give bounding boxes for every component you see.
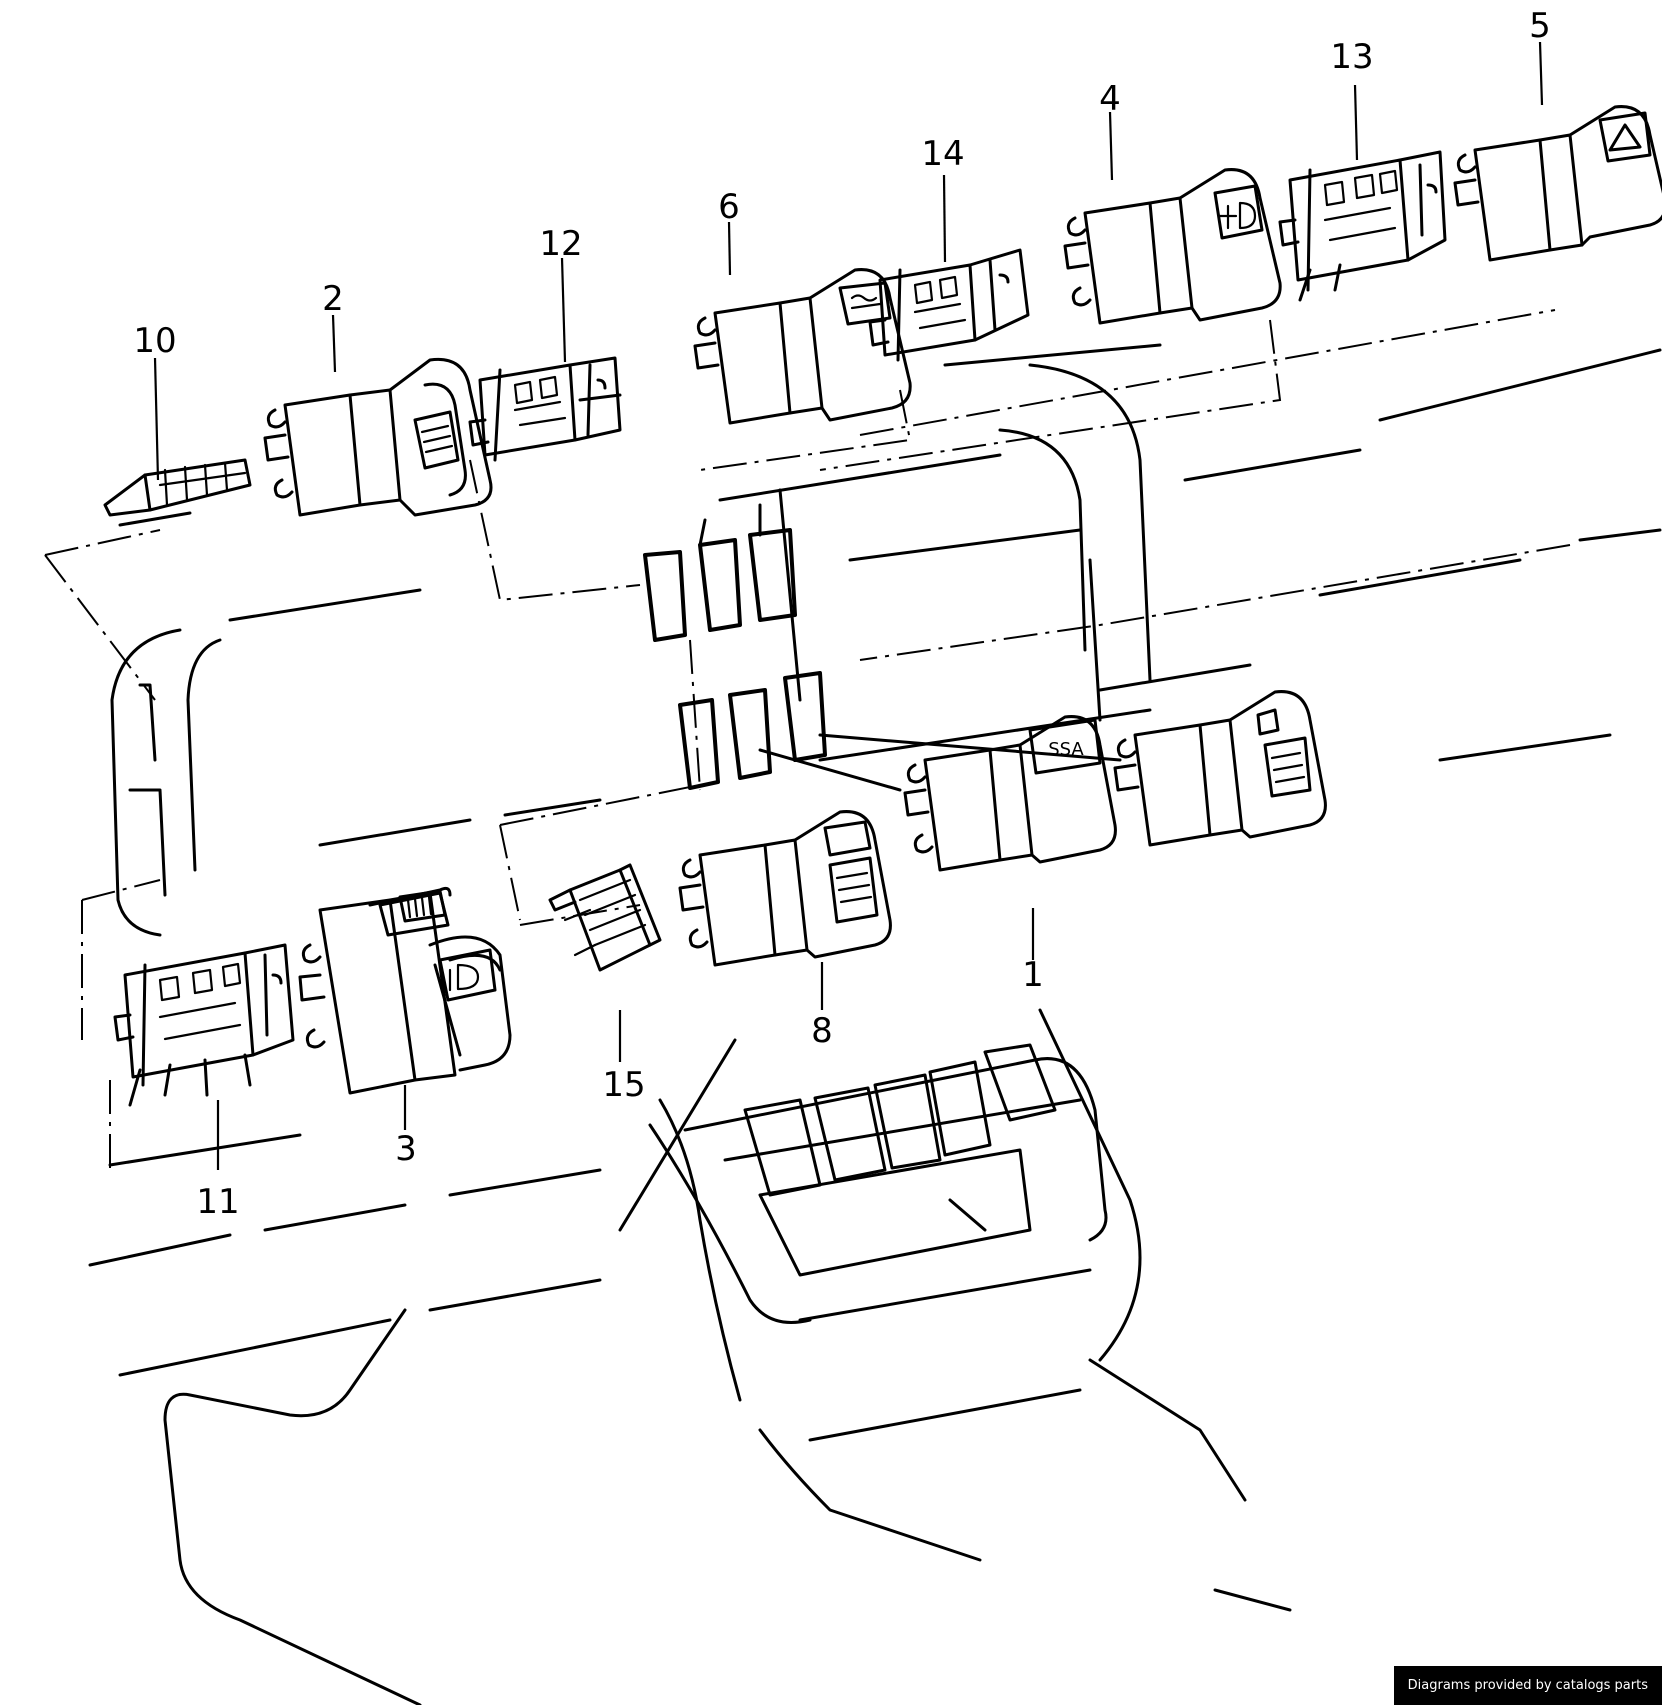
relay-11 [113,943,295,1107]
switch-3 [298,886,512,1095]
ssa-symbol-label: SSA [1048,739,1084,760]
callout-8: 8 [811,1011,833,1051]
switch-1: SSA [903,715,1117,872]
callout-labels: 1 2 3 4 5 6 8 10 11 12 13 14 15 [133,6,1550,1222]
callout-13: 13 [1330,37,1373,77]
switch-5 [1453,105,1662,262]
callout-12: 12 [539,224,582,264]
callout-10: 10 [133,321,176,361]
switch-6 [693,268,912,425]
diagram-credit: Diagrams provided by catalogs parts [1393,1666,1662,1705]
relay-13 [1278,150,1447,302]
callout-2: 2 [322,279,344,319]
connector-15 [548,863,662,972]
relay-14 [868,248,1030,362]
callout-15: 15 [602,1065,645,1105]
relay-12 [468,356,622,462]
callout-6: 6 [718,187,740,227]
callout-leaders [153,41,1544,1170]
callout-5: 5 [1529,6,1551,46]
dash-dot-routing [44,309,1571,1175]
callout-3: 3 [395,1129,417,1169]
callout-1: 1 [1022,955,1044,995]
callout-4: 4 [1099,79,1121,119]
dashboard-outline [88,343,1662,1705]
switch-unlabeled [1113,690,1327,847]
callout-14: 14 [921,134,964,174]
bezel-slots [643,503,1122,792]
relay-10 [103,458,252,527]
switch-4 [1063,168,1282,325]
switch-2 [263,357,493,517]
callout-11: 11 [196,1182,239,1222]
switch-8 [678,810,892,967]
